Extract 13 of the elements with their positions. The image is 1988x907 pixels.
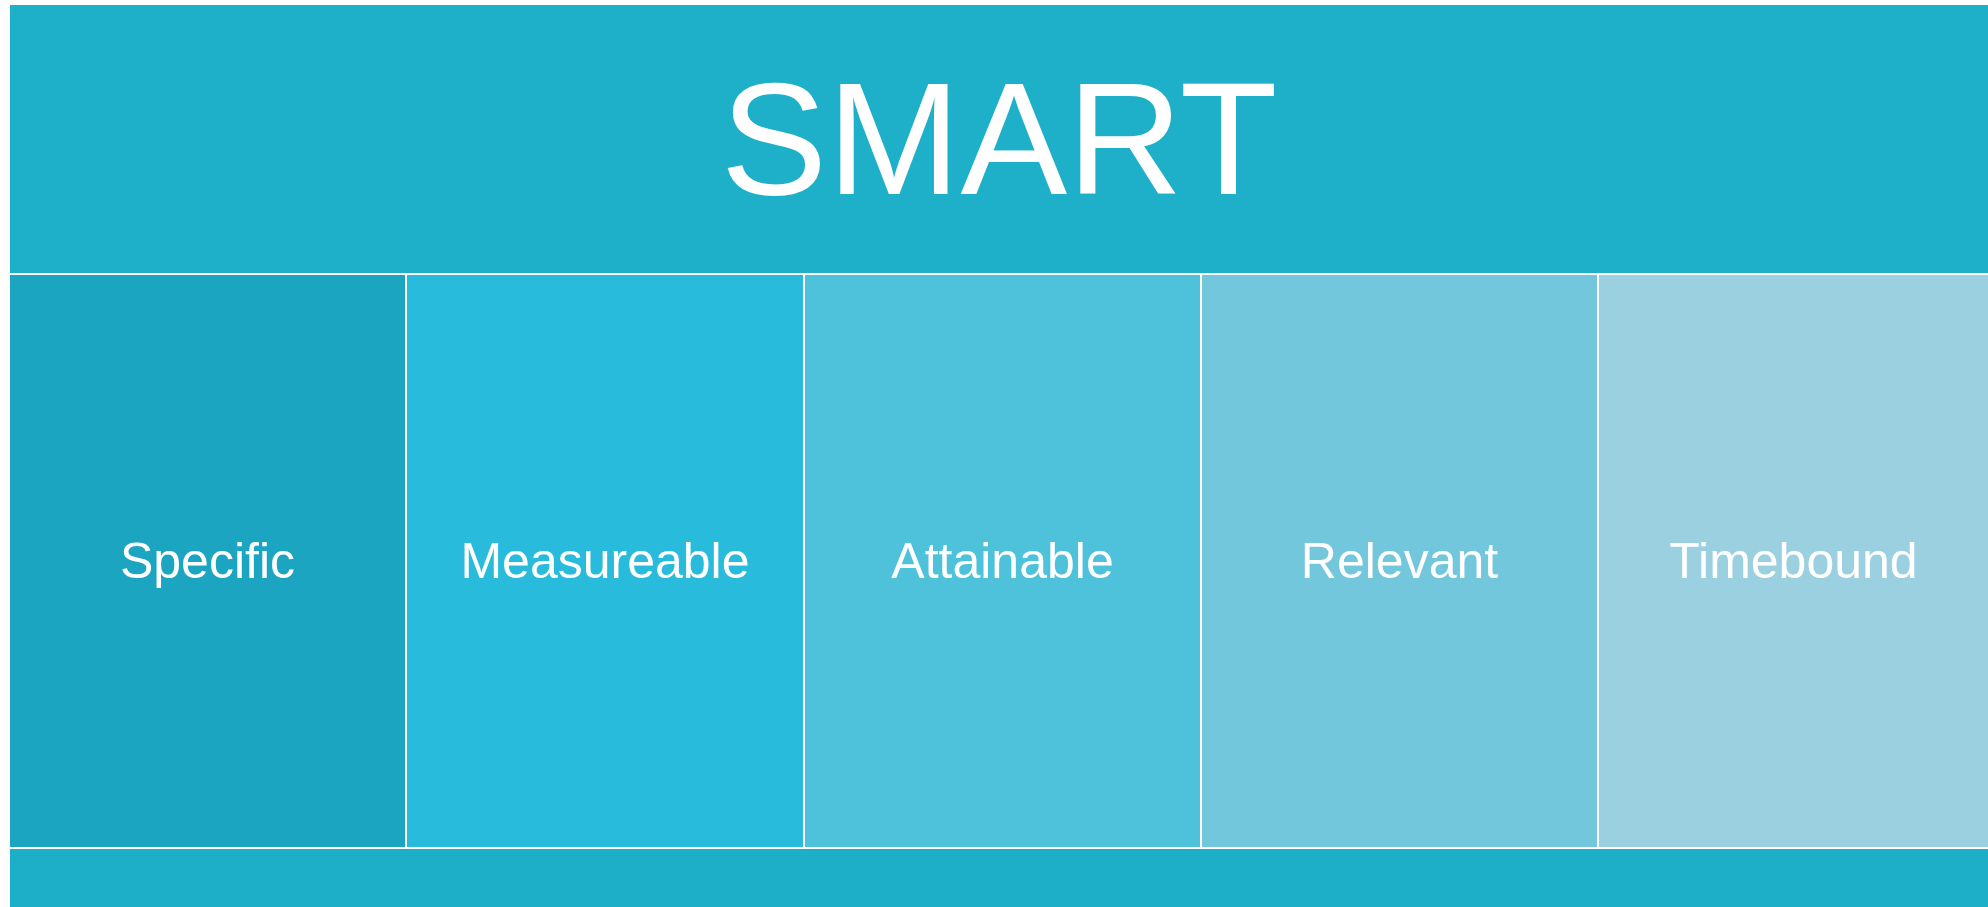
category-column (805, 275, 1200, 847)
category-label: Measureable (460, 536, 750, 586)
category-column (1599, 275, 1988, 847)
category-column (407, 275, 803, 847)
category-label: Attainable (891, 536, 1114, 586)
footer-bar (10, 849, 1988, 907)
category-column (1202, 275, 1597, 847)
category-column (10, 275, 405, 847)
category-label: Specific (119, 536, 296, 586)
category-label: Relevant (1300, 536, 1499, 586)
title-text: SMART (720, 59, 1278, 219)
category-label: Timebound (1669, 536, 1918, 586)
title-band (10, 5, 1988, 273)
